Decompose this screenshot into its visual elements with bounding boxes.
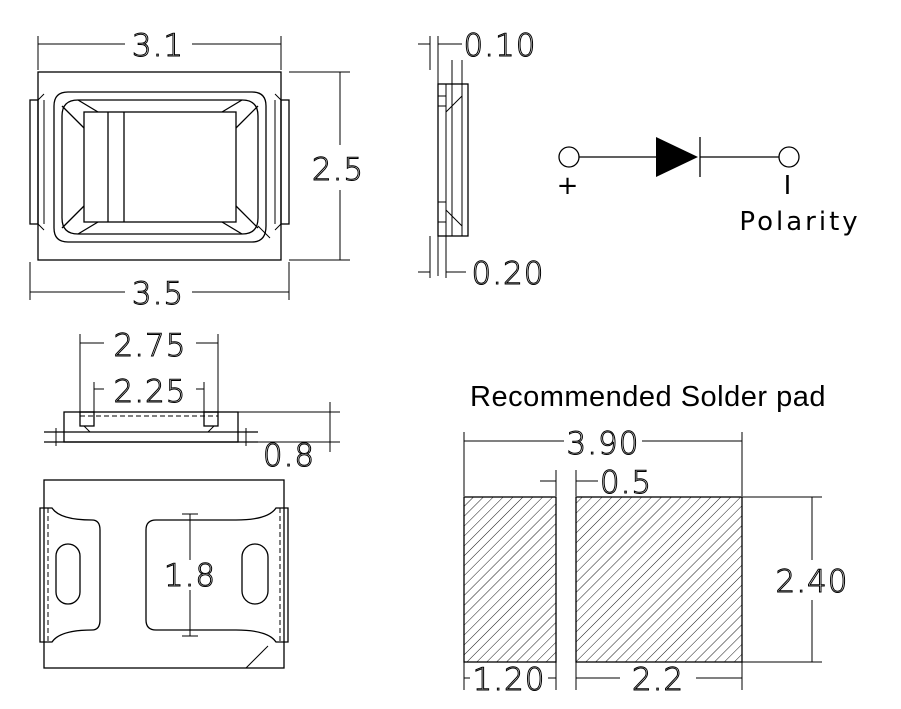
dim-1-20: 1.20	[472, 662, 545, 698]
dim-0-8: 0.8	[263, 438, 315, 474]
cathode-pad	[39, 507, 101, 643]
anode-pad	[145, 507, 289, 643]
right-pad-opening	[241, 543, 269, 605]
left-pad-opening	[55, 543, 81, 605]
diode-icon	[656, 137, 698, 177]
polarity-symbol: + I Polarity	[557, 137, 860, 237]
reflector-cavity	[53, 91, 267, 243]
dim-2-40: 2.40	[775, 564, 848, 600]
cathode-terminal	[778, 146, 800, 168]
polarity-caption: Polarity	[739, 207, 860, 237]
solder-pad-title: Recommended Solder pad	[470, 381, 826, 413]
left-solder-pad	[463, 496, 557, 663]
front-view: 2.75 2.25 0.8	[44, 328, 340, 475]
dim-3-90: 3.90	[566, 426, 639, 462]
dim-2-75: 2.75	[113, 328, 186, 364]
bottom-body-outline	[43, 479, 285, 669]
minus-label: I	[784, 171, 795, 201]
dim-1-8: 1.8	[164, 558, 216, 594]
top-view: 3.1 2.5	[29, 28, 364, 313]
dim-2-2: 2.2	[632, 662, 684, 698]
dim-0-10: 0.10	[463, 28, 536, 64]
dim-2-25: 2.25	[113, 374, 186, 410]
bottom-view: 1.8	[39, 479, 289, 669]
anode-terminal	[558, 146, 580, 168]
dim-height-2-5: 2.5	[312, 152, 364, 188]
dim-0-20: 0.20	[471, 256, 544, 292]
side-view: 0.10 0.20	[418, 28, 544, 293]
solder-pad-view: Recommended Solder pad 3.90 0.5 2.40 1.2…	[463, 381, 848, 699]
dim-width-3-1: 3.1	[132, 28, 184, 64]
plus-label: +	[557, 171, 582, 201]
dim-width-3-5: 3.5	[132, 276, 184, 312]
dim-0-5: 0.5	[600, 465, 652, 501]
right-solder-pad	[575, 496, 743, 663]
